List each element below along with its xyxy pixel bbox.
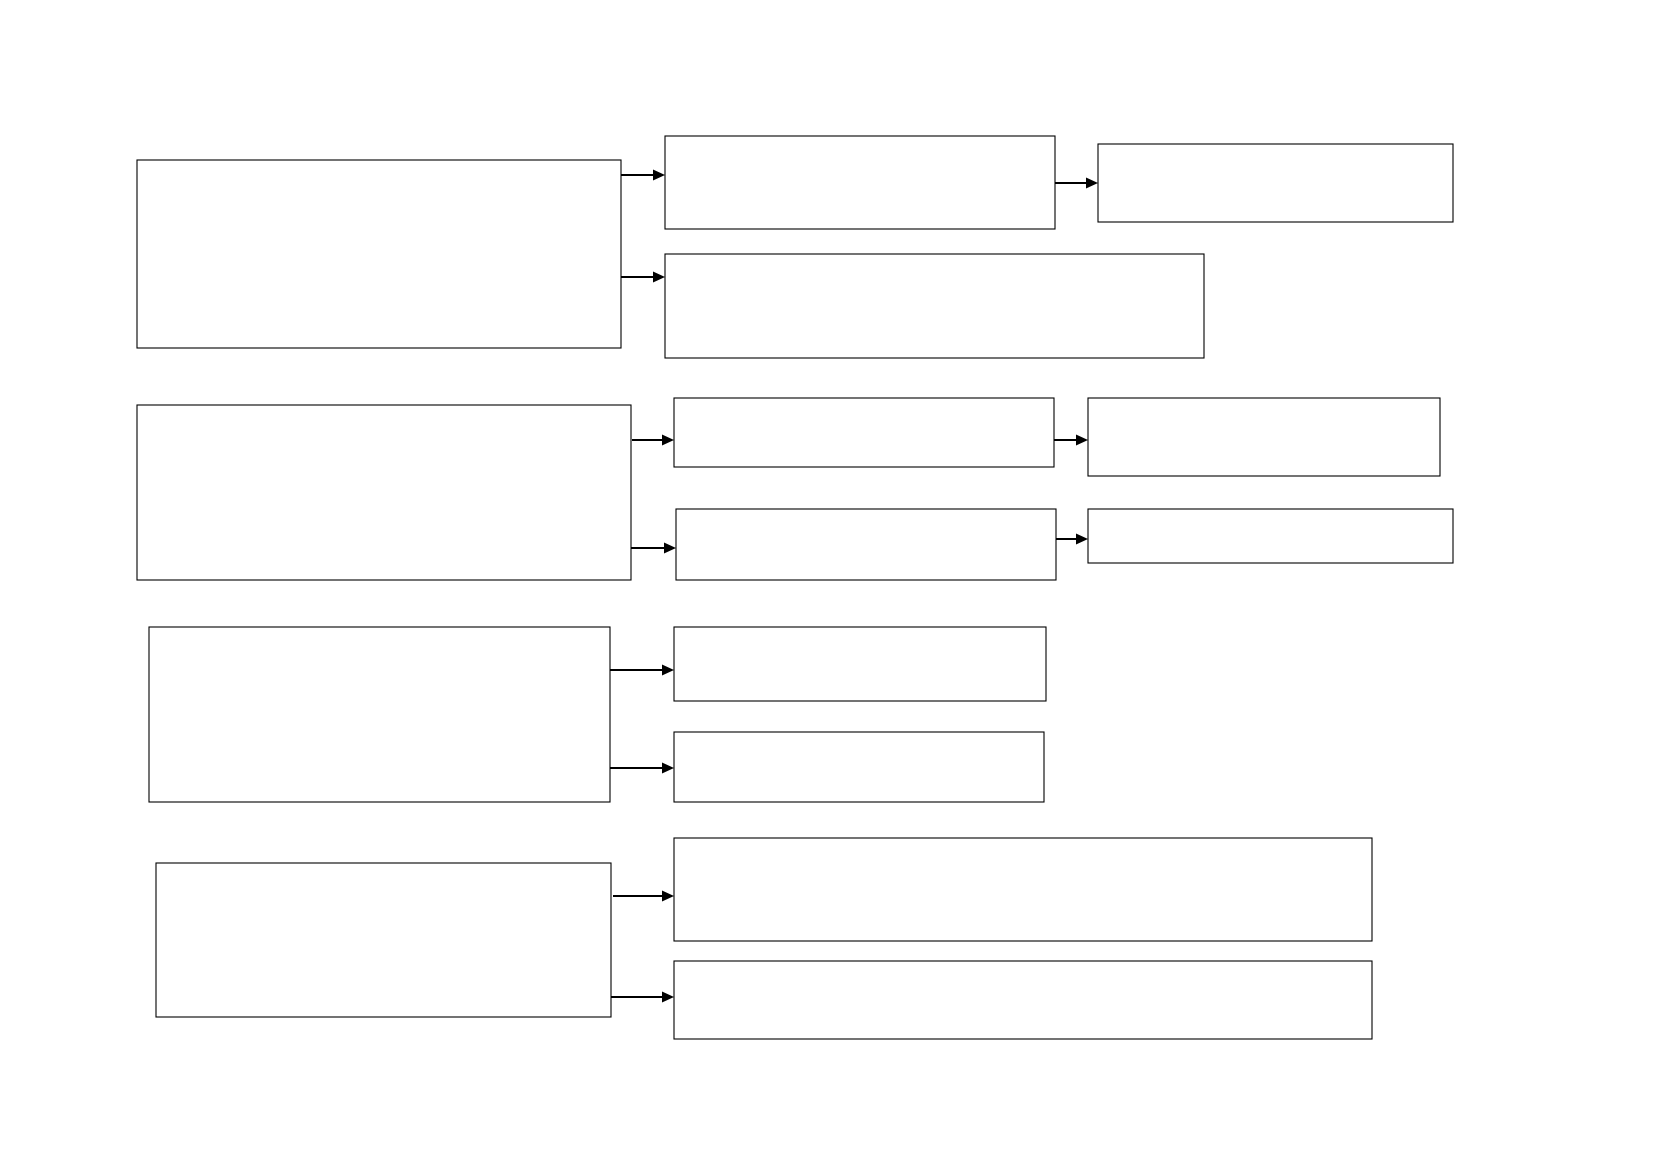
arrow-g2-source-to-bottom <box>631 542 676 554</box>
box-g2-top-next <box>1087 397 1441 477</box>
box-g2-source <box>136 404 632 581</box>
box-g2-bottom <box>675 508 1057 581</box>
diagram-group-4 <box>155 837 1373 1040</box>
arrow-g1-top-to-next <box>1055 177 1098 189</box>
box-g1-bottom <box>664 253 1205 359</box>
diagram-group-3 <box>148 626 1047 803</box>
arrow-g3-source-to-top <box>610 664 674 676</box>
arrow-g4-source-to-bottom <box>611 991 674 1003</box>
box-g4-source <box>155 862 612 1018</box>
box-g4-bottom <box>673 960 1373 1040</box>
diagram-group-2 <box>136 397 1454 581</box>
box-g2-top <box>673 397 1055 468</box>
box-g3-top <box>673 626 1047 702</box>
arrow-g2-source-to-top <box>632 434 674 446</box>
box-g1-top <box>664 135 1056 230</box>
box-g1-source <box>136 159 622 349</box>
box-g3-bottom <box>673 731 1045 803</box>
arrow-g1-source-to-top <box>621 169 665 181</box>
arrow-g2-top-to-next <box>1054 434 1088 446</box>
box-g4-top <box>673 837 1373 942</box>
arrow-g3-source-to-bottom <box>610 762 674 774</box>
box-g2-bottom-next <box>1087 508 1454 564</box>
diagram-group-1 <box>136 135 1454 359</box>
box-g1-top-next <box>1097 143 1454 223</box>
box-g3-source <box>148 626 611 803</box>
arrow-g2-bottom-to-next <box>1056 533 1088 545</box>
arrow-g4-source-to-top <box>613 890 674 902</box>
arrow-g1-source-to-bottom <box>621 271 665 283</box>
